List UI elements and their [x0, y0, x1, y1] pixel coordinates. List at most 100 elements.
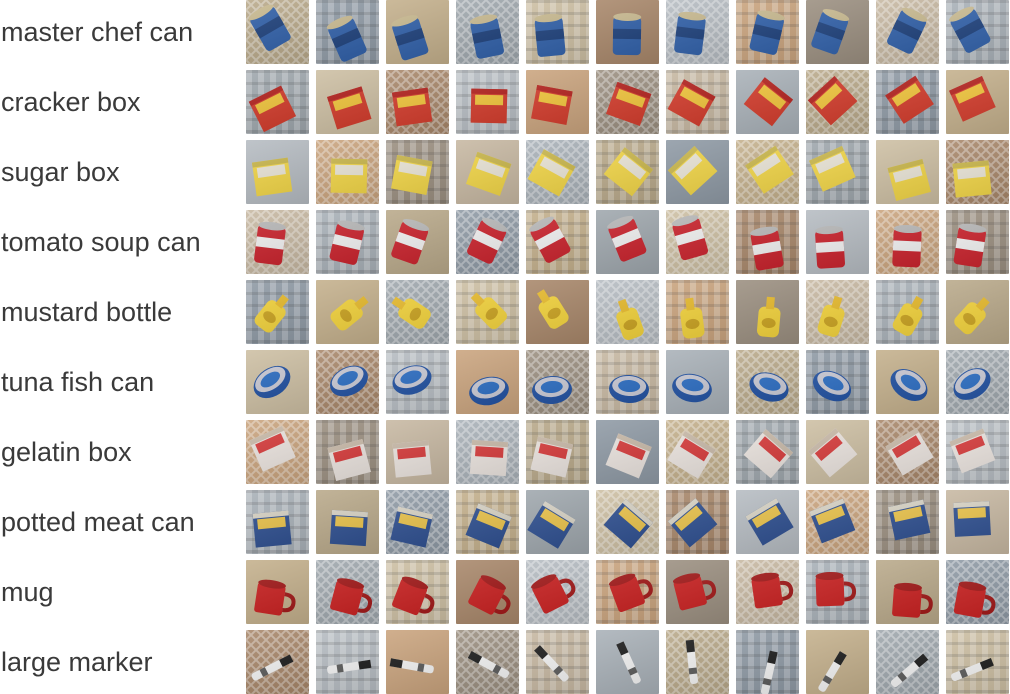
object-thumbnail — [316, 70, 379, 134]
thumbnail-image — [666, 420, 729, 484]
thumbnail-image — [596, 490, 659, 554]
object-thumbnail — [456, 350, 519, 414]
thumbnail-image — [666, 350, 729, 414]
object-thumbnail — [386, 0, 449, 64]
object-thumbnail — [456, 210, 519, 274]
object-thumbnail — [386, 70, 449, 134]
object-thumbnail — [946, 210, 1009, 274]
thumbnail-image — [736, 560, 799, 624]
object-thumbnail — [246, 0, 309, 64]
thumbnail-image — [316, 420, 379, 484]
grid-row: sugar box — [0, 140, 1010, 204]
thumbnail-image — [596, 140, 659, 204]
thumbnail-image — [946, 350, 1009, 414]
object-thumbnail — [806, 70, 869, 134]
object-thumbnail — [386, 350, 449, 414]
object-thumbnail — [806, 0, 869, 64]
thumbnail-image — [736, 280, 799, 344]
thumbnail-image — [946, 0, 1009, 64]
thumbnail-image — [946, 560, 1009, 624]
thumbnail-image — [596, 280, 659, 344]
object-thumbnail — [386, 140, 449, 204]
object-thumbnail — [456, 490, 519, 554]
object-thumbnail — [806, 280, 869, 344]
object-thumbnail — [806, 630, 869, 694]
object-thumbnail — [806, 140, 869, 204]
thumbnail-image — [246, 210, 309, 274]
thumbnail-image — [596, 350, 659, 414]
thumbnail-image — [806, 420, 869, 484]
object-thumbnail — [526, 0, 589, 64]
object-thumbnail — [946, 0, 1009, 64]
thumbnail-image — [246, 350, 309, 414]
object-thumbnail — [246, 630, 309, 694]
thumbnail-image — [246, 560, 309, 624]
thumbnail-image — [456, 560, 519, 624]
thumbnail-image — [946, 630, 1009, 694]
object-thumbnail — [736, 350, 799, 414]
object-thumbnail — [526, 350, 589, 414]
thumbnail-image — [456, 70, 519, 134]
object-thumbnail — [596, 140, 659, 204]
thumbnail-image — [806, 490, 869, 554]
thumbnail-image — [736, 0, 799, 64]
thumbnail-image — [876, 420, 939, 484]
object-thumbnail — [806, 420, 869, 484]
object-thumbnail — [526, 420, 589, 484]
thumbnail-image — [806, 560, 869, 624]
object-thumbnail — [736, 420, 799, 484]
thumbnail-image — [526, 280, 589, 344]
thumbnail-image — [946, 70, 1009, 134]
object-thumbnail — [526, 70, 589, 134]
thumbnail-image — [316, 140, 379, 204]
thumbnail-image — [456, 280, 519, 344]
thumbnail-image — [876, 210, 939, 274]
object-thumbnail — [386, 490, 449, 554]
thumbnail-image — [736, 70, 799, 134]
grid-row: mug — [0, 560, 1010, 624]
thumbnail-image — [246, 280, 309, 344]
thumbnail-image — [596, 70, 659, 134]
object-thumbnail — [946, 560, 1009, 624]
thumbnail-image — [806, 70, 869, 134]
object-thumbnail — [876, 70, 939, 134]
thumbnail-image — [946, 490, 1009, 554]
object-thumbnail — [666, 280, 729, 344]
thumbnail-image — [526, 0, 589, 64]
thumbnail-image — [806, 140, 869, 204]
thumbnail-image — [736, 350, 799, 414]
object-thumbnail — [736, 280, 799, 344]
thumbnail-image — [666, 210, 729, 274]
thumbnail-image — [246, 630, 309, 694]
thumbnail-image — [246, 140, 309, 204]
thumbnail-image — [876, 140, 939, 204]
object-thumbnail — [666, 630, 729, 694]
object-thumbnail — [316, 140, 379, 204]
object-thumbnail — [666, 140, 729, 204]
thumbnail-image — [316, 0, 379, 64]
thumbnail-image — [596, 560, 659, 624]
object-thumbnail — [316, 0, 379, 64]
object-thumbnail — [526, 140, 589, 204]
object-thumbnail — [736, 490, 799, 554]
row-label: sugar box — [1, 157, 120, 187]
thumbnail-image — [316, 560, 379, 624]
thumbnail-image — [526, 210, 589, 274]
object-thumbnail — [806, 210, 869, 274]
object-thumbnail — [596, 210, 659, 274]
thumbnail-image — [316, 490, 379, 554]
object-thumbnail — [316, 350, 379, 414]
object-thumbnail — [806, 490, 869, 554]
object-thumbnail — [876, 490, 939, 554]
thumbnail-image — [876, 70, 939, 134]
object-thumbnail — [736, 630, 799, 694]
object-thumbnail — [526, 210, 589, 274]
object-thumbnail — [806, 350, 869, 414]
thumbnail-image — [246, 70, 309, 134]
object-thumbnail — [456, 140, 519, 204]
object-thumbnail — [456, 280, 519, 344]
object-thumbnail — [876, 280, 939, 344]
object-thumbnail — [666, 0, 729, 64]
object-thumbnail — [946, 490, 1009, 554]
thumbnail-image — [316, 630, 379, 694]
